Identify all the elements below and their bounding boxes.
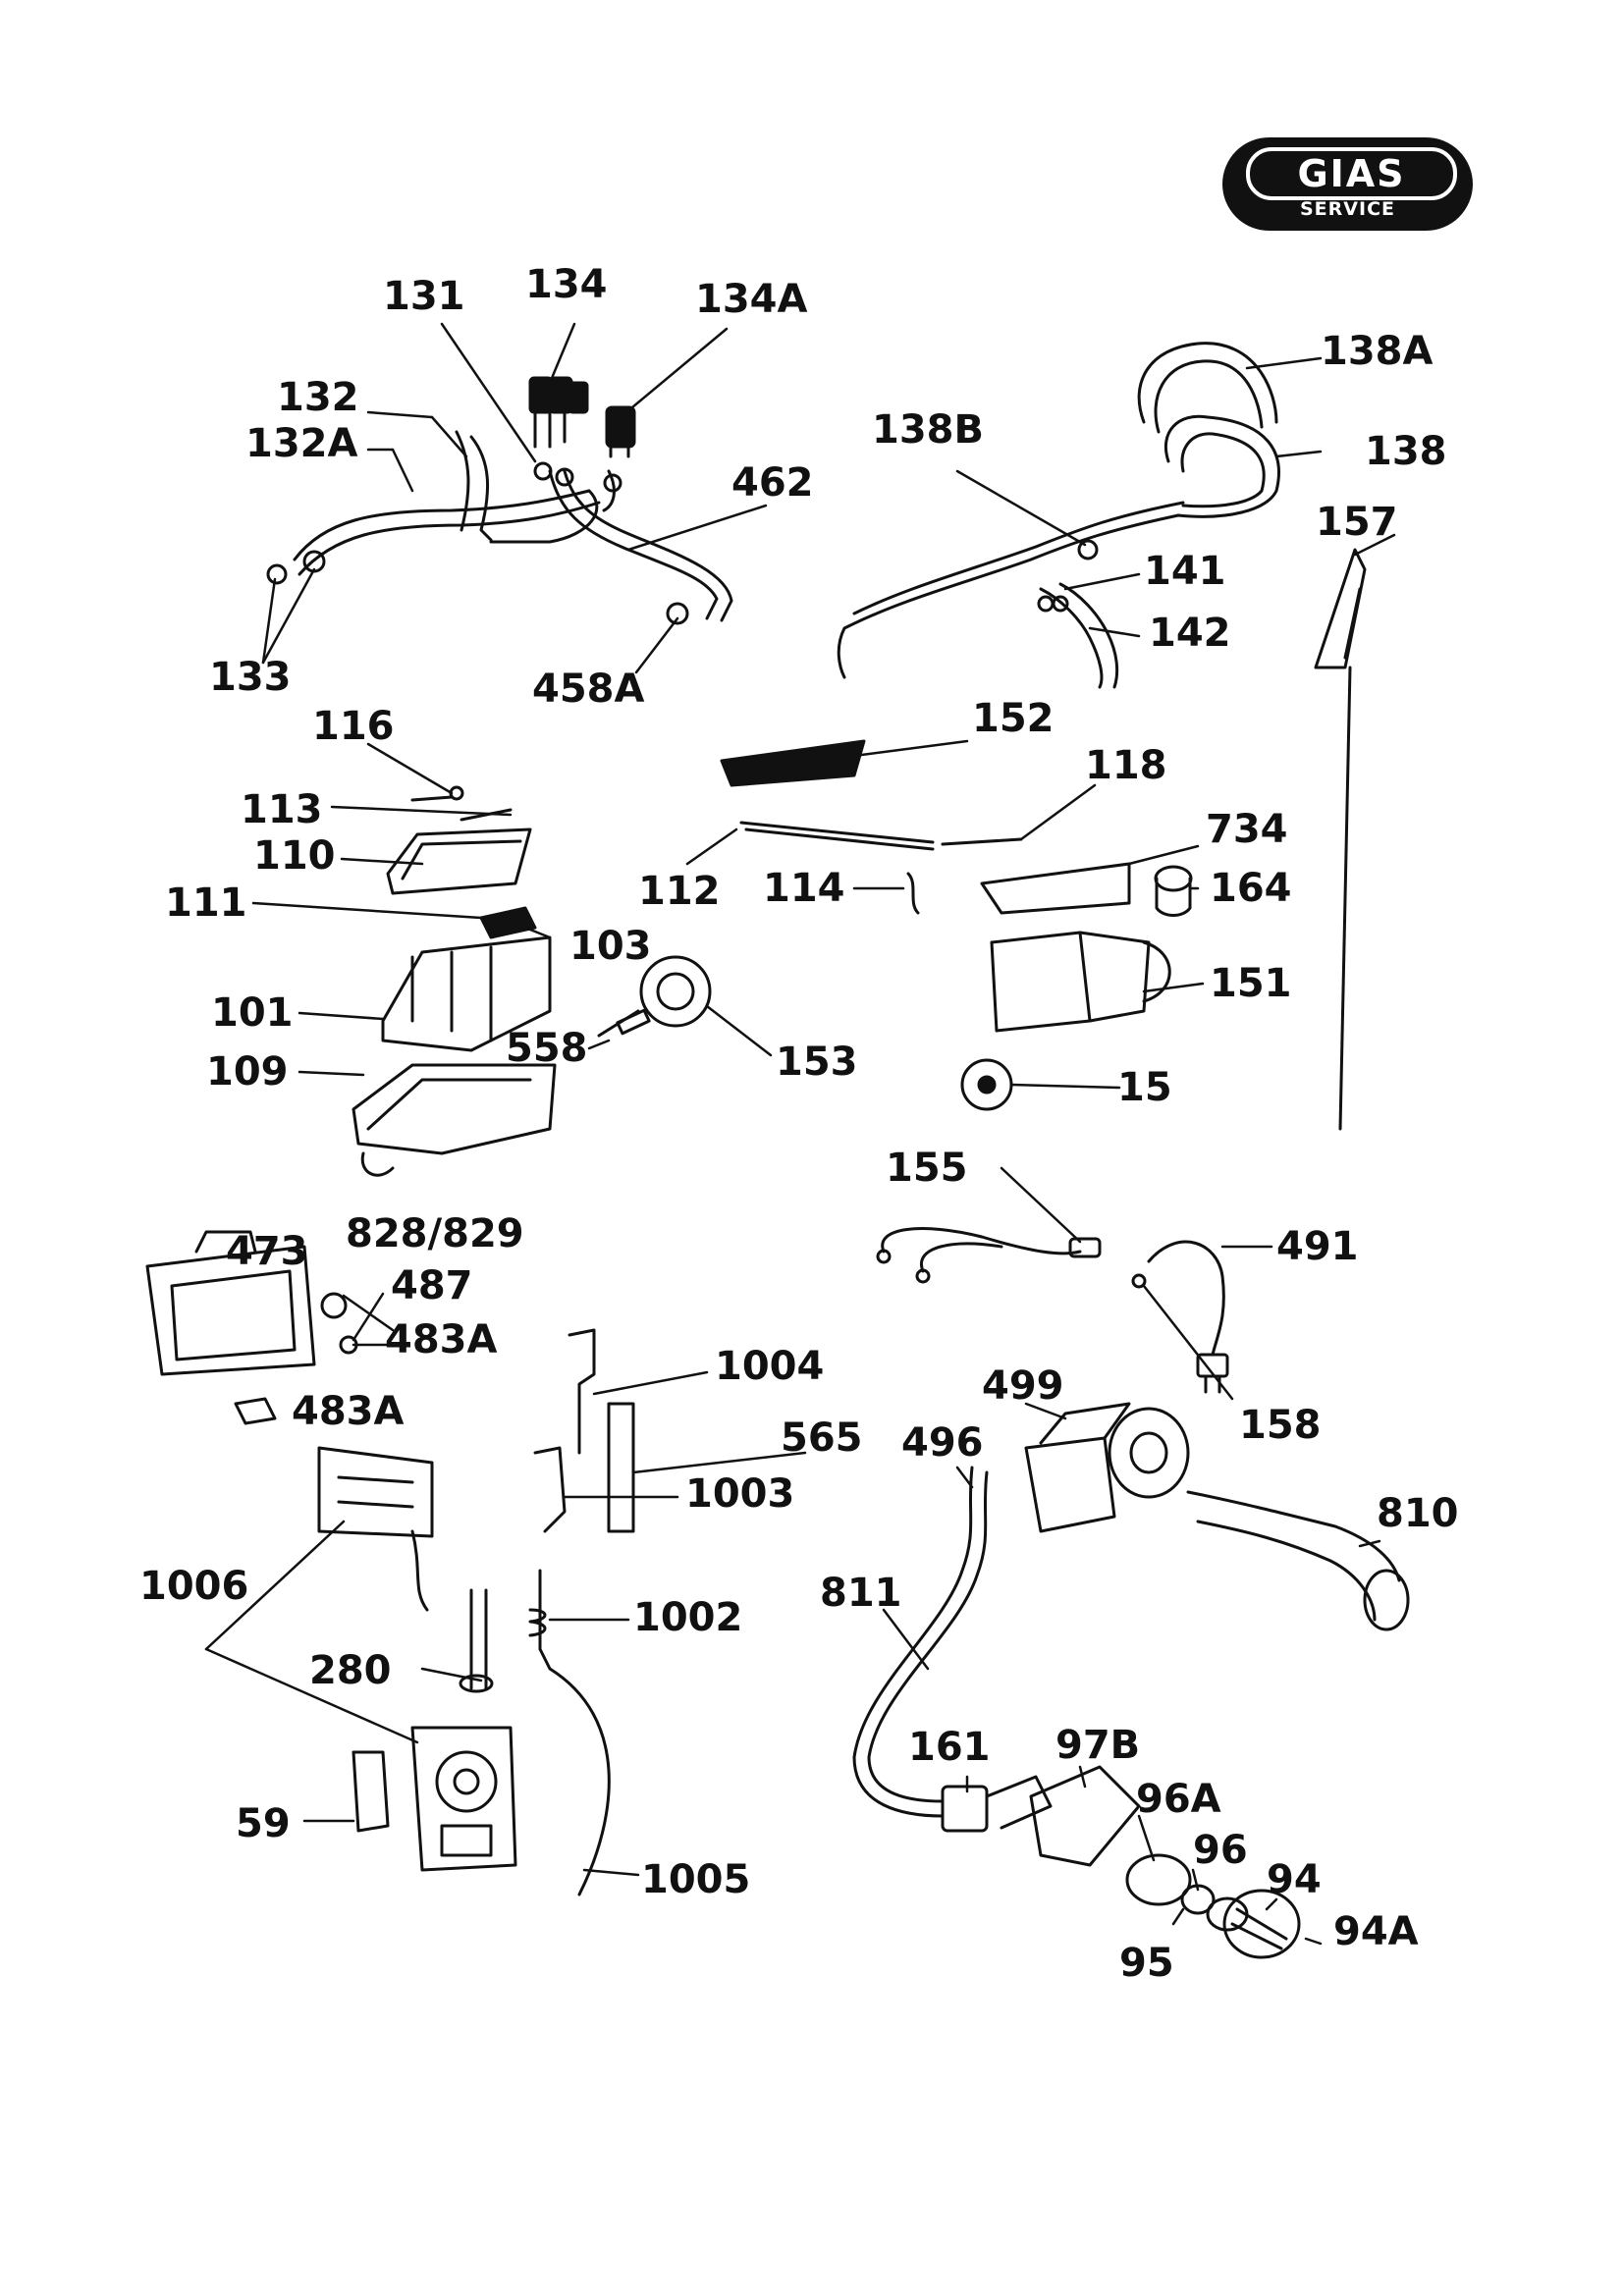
callout-158: 158: [1239, 1403, 1322, 1448]
callout-1004: 1004: [715, 1344, 825, 1389]
leader-lines-wiring: [1000, 1166, 1273, 1401]
callout-153: 153: [776, 1040, 858, 1085]
callout-96A: 96A: [1136, 1777, 1221, 1822]
callout-164: 164: [1210, 866, 1292, 911]
callout-131: 131: [383, 274, 465, 319]
leader-lines-lower-left: [204, 1292, 807, 1877]
logo-tagline: SERVICE: [1300, 198, 1395, 220]
callout-151: 151: [1210, 961, 1292, 1006]
drain-hose-810: [1186, 1490, 1410, 1631]
callout-110: 110: [253, 833, 336, 879]
rod-157: [1314, 548, 1367, 1131]
callout-487: 487: [391, 1263, 473, 1308]
callout-141: 141: [1144, 549, 1226, 594]
callout-134A: 134A: [695, 277, 808, 322]
pressure-switch-153: [597, 955, 712, 1038]
callout-828-829: 828/829: [346, 1211, 524, 1256]
callout-483A-lower: 483A: [292, 1389, 405, 1434]
callout-138: 138: [1365, 429, 1447, 474]
callout-473: 473: [226, 1229, 308, 1274]
callout-811: 811: [820, 1571, 902, 1616]
callout-15: 15: [1117, 1065, 1172, 1110]
logo-brand: GIAS: [1246, 147, 1457, 200]
callout-152: 152: [972, 696, 1055, 741]
timer-assembly: [720, 739, 1193, 1111]
callout-113: 113: [241, 787, 323, 832]
callout-94A: 94A: [1333, 1909, 1419, 1954]
callout-133: 133: [209, 655, 292, 700]
callout-1005: 1005: [641, 1857, 751, 1902]
callout-112: 112: [638, 869, 721, 914]
leader-lines-mid-right: [685, 739, 1205, 1090]
callout-138A: 138A: [1321, 329, 1434, 374]
dispenser-assembly: [352, 785, 557, 1177]
leader-lines-lower-right: [882, 1402, 1381, 1946]
callout-114: 114: [763, 866, 845, 911]
callout-132: 132: [277, 375, 359, 420]
callout-491: 491: [1276, 1224, 1359, 1269]
callout-94: 94: [1267, 1857, 1322, 1902]
door-lock-473: [145, 1230, 358, 1425]
callout-111: 111: [165, 881, 247, 926]
drain-pump-499: [1024, 1402, 1190, 1533]
valve-coil-134A: [605, 405, 636, 458]
callout-109: 109: [206, 1049, 289, 1095]
leader-lines-top-right: [955, 356, 1396, 638]
callout-142: 142: [1149, 611, 1231, 656]
callout-734: 734: [1206, 807, 1288, 852]
callout-103: 103: [569, 924, 652, 969]
callout-483A-upper: 483A: [385, 1317, 498, 1362]
callout-1006: 1006: [139, 1564, 249, 1609]
callout-96: 96: [1193, 1828, 1248, 1873]
callout-1003: 1003: [685, 1471, 795, 1517]
leader-lines-mid-left: [251, 742, 773, 1077]
callout-59: 59: [236, 1801, 291, 1846]
callout-280: 280: [309, 1648, 392, 1693]
callout-118: 118: [1085, 743, 1167, 788]
callout-138B: 138B: [872, 407, 984, 453]
callout-558: 558: [506, 1026, 588, 1071]
callout-157: 157: [1316, 500, 1398, 545]
callout-95: 95: [1119, 1941, 1174, 1986]
callout-97B: 97B: [1055, 1723, 1141, 1768]
callout-462: 462: [731, 460, 814, 506]
callout-810: 810: [1377, 1491, 1459, 1536]
callout-496: 496: [901, 1420, 984, 1466]
callout-132A: 132A: [245, 421, 358, 466]
power-cord-491: [1131, 1240, 1229, 1394]
motor-block-59: [352, 1726, 517, 1872]
sump-hose-811: [852, 1466, 989, 1818]
lock-mechanism-levers: [459, 1328, 635, 1896]
pump-filter-parts: [941, 1765, 1301, 1959]
callout-1002: 1002: [633, 1595, 743, 1640]
callout-155: 155: [886, 1146, 968, 1191]
callout-499: 499: [982, 1363, 1064, 1409]
callout-134: 134: [525, 262, 608, 307]
callout-161: 161: [908, 1725, 991, 1770]
gias-service-logo: GIAS SERVICE: [1222, 137, 1473, 231]
callout-116: 116: [312, 704, 395, 749]
drain-hose-138: [837, 342, 1280, 689]
callout-458A: 458A: [532, 667, 645, 712]
door-switch-1006: [317, 1446, 434, 1612]
callout-565: 565: [781, 1415, 863, 1461]
solenoid-valve-134: [528, 376, 589, 449]
wiring-harness-155: [876, 1227, 1102, 1284]
leader-lines-top-left: [261, 322, 768, 674]
callout-101: 101: [211, 990, 294, 1036]
